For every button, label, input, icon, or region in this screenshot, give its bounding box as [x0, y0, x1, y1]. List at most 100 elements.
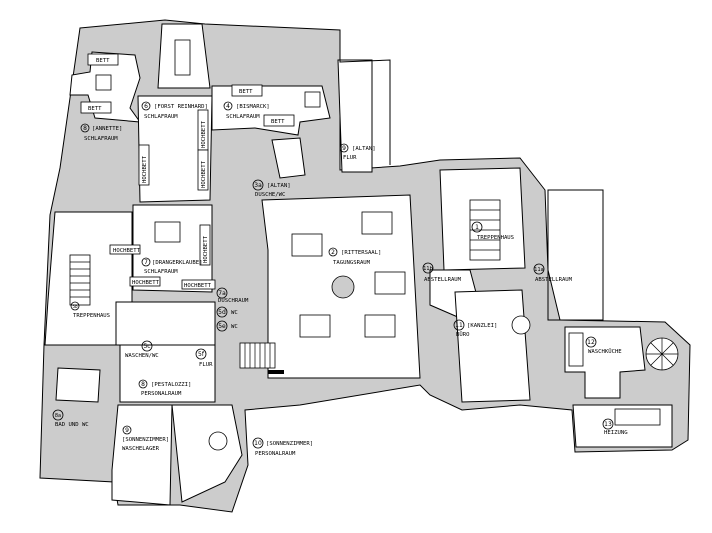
- room-label-text: [KANZLEI]: [467, 323, 497, 329]
- room-label-text: 5c: [143, 343, 150, 350]
- label-drangerklaube: 7[DRANGERKLAUBE]SCHLAFRAUM: [141, 257, 203, 275]
- room-label-text: 3a: [254, 182, 262, 189]
- label-sonnenzimmer-personal: 10 [SONNENZIMMER] PERSONALRAUM: [252, 437, 313, 457]
- room-label-text: 5e: [218, 323, 226, 330]
- bunk-bed-label: HOCHBETT: [142, 155, 148, 183]
- room-label-text: 5f: [198, 351, 205, 358]
- plan-shape: [80, 101, 112, 114]
- bed-label: BETT: [96, 58, 110, 64]
- label-altan-dusche: 3a[ALTAN]DUSCHE/WC: [252, 179, 291, 198]
- round-table: [511, 315, 531, 335]
- room-label-text: [FORST REINHARD]: [154, 104, 208, 110]
- room-number-circle: [223, 101, 233, 111]
- room-sonnenzimmer: [171, 404, 243, 503]
- room-label-text: 8a: [55, 413, 61, 419]
- room-label-text: ABSTELLRAUM: [535, 277, 573, 283]
- label-forst-reinhard: 6[FORST REINHARD]SCHLAFRAUM: [141, 101, 208, 120]
- plan-shape: [239, 342, 276, 369]
- plan-shape: [129, 276, 161, 287]
- room-label-text: [ANNETTE]: [92, 126, 122, 132]
- bunk-bed-label: HOCHBETT: [203, 235, 209, 263]
- room-drangerklaube: [132, 204, 213, 293]
- plan-shape: [87, 53, 119, 66]
- table: [291, 233, 323, 257]
- plan-shape: [263, 114, 295, 127]
- bunk-bed-label: HOCHBETT: [184, 283, 212, 289]
- bed-label: BETT: [88, 106, 102, 112]
- plan-shape: [181, 279, 216, 290]
- room-label-text: 7: [144, 259, 148, 266]
- room-number-circle: [585, 336, 597, 348]
- room-number-circle: [252, 179, 264, 191]
- room-number-circle: [339, 143, 349, 153]
- room-label-text: DUSCHRAUM: [218, 298, 249, 304]
- room-label-text: 11b: [423, 266, 433, 272]
- room-label-text: 9: [125, 427, 129, 434]
- room-label-text: FLUR: [199, 362, 213, 368]
- room-label-text: [SONNENZIMMER]: [266, 441, 313, 447]
- room-number-circle: [252, 437, 264, 449]
- room-number-circle: [141, 101, 151, 111]
- bunk-bed-label: HOCHBETT: [113, 248, 141, 254]
- plan-shape: [650, 342, 674, 366]
- room-label-text: WASCHKÜCHE: [588, 348, 622, 355]
- table: [361, 211, 393, 235]
- room-number-circle: [422, 262, 434, 274]
- bed-label: BETT: [271, 119, 285, 125]
- room-label-text: DUSCHE/WC: [255, 192, 285, 198]
- room-bad-wc: [55, 367, 101, 403]
- room-kanzlei: [454, 289, 531, 403]
- room-altan-flur: [337, 59, 373, 173]
- bunk-bed-label: HOCHBETT: [201, 120, 207, 148]
- room-number-circle: [141, 257, 151, 267]
- plan-shape: [199, 224, 211, 266]
- room-number-circle: [80, 123, 90, 133]
- room-label-text: TAGUNGSRAUM: [333, 260, 371, 266]
- room-label-text: 2: [331, 249, 335, 256]
- room-label-text: PERSONALRAUM: [255, 451, 296, 457]
- label-waschelager: 9[SONNENZIMMER]WASCHELAGER: [122, 425, 169, 452]
- room-label-text: 13: [604, 421, 612, 428]
- plan-shape: [138, 144, 150, 186]
- room-number-circle: [328, 247, 338, 257]
- room-label-text: PERSONALRAUM: [141, 391, 182, 397]
- room-number-circle: [471, 221, 483, 233]
- plan-shape: [268, 370, 284, 374]
- room-label-text: [RITTERSAAL]: [341, 250, 381, 256]
- room-label-text: 8: [141, 381, 145, 388]
- counter: [568, 332, 584, 367]
- beds: BETT BETT BETT BETT HOCHBETT HOCHBETT HO…: [80, 53, 295, 290]
- room-label-text: 5b: [72, 304, 78, 309]
- room-label-text: TREPPENHAUS: [477, 235, 514, 241]
- room-label-text: 1: [475, 224, 479, 231]
- table: [174, 39, 191, 76]
- room-label-text: 6: [144, 103, 148, 110]
- room-label-text: 10: [254, 440, 262, 447]
- plan-shape: [197, 149, 209, 191]
- room-label-text: BÜRO: [456, 331, 470, 338]
- room-label-text: 4: [226, 103, 230, 110]
- bunk-bed-label: HOCHBETT: [132, 280, 160, 286]
- room-wc-block: [115, 301, 216, 346]
- room-number-circle: [141, 340, 153, 352]
- column: [331, 275, 355, 299]
- room-waschkueche: [564, 326, 646, 399]
- room-number-circle: [216, 306, 228, 318]
- label-wc-5e: 5e WC: [216, 320, 238, 332]
- room-label-text: [SONNENZIMMER]: [122, 437, 169, 443]
- table: [304, 91, 321, 108]
- room-altan-dusche: [271, 137, 306, 179]
- label-bismarck: 4[BISMARCK]SCHLAFRAUM: [223, 101, 270, 120]
- room-number-circle: [138, 379, 148, 389]
- room-number-circle: [52, 409, 64, 421]
- room-waschelager: [111, 404, 173, 506]
- room-label-text: WC: [231, 324, 238, 330]
- room-label-text: 11a: [534, 267, 543, 273]
